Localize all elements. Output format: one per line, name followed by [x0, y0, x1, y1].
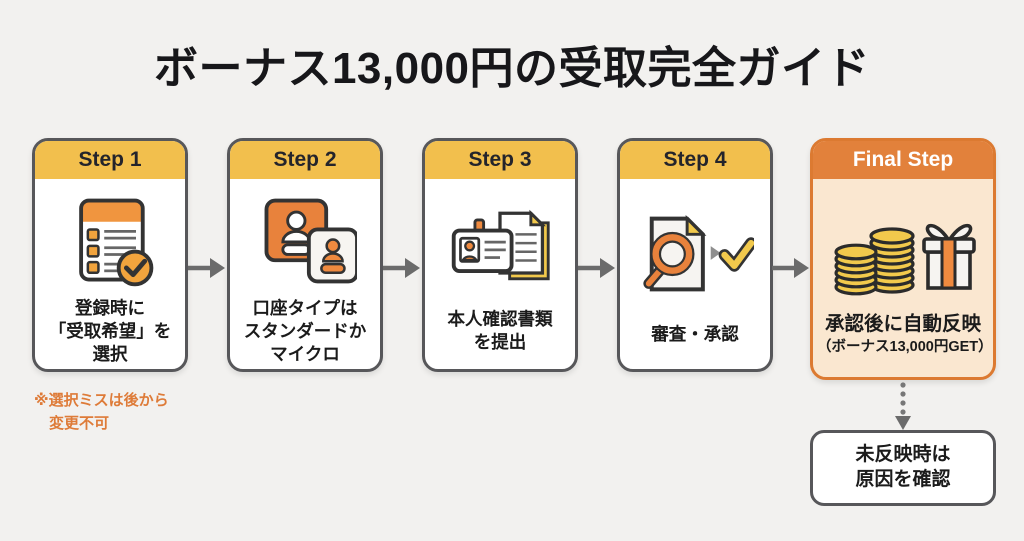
final-step-header: Final Step [813, 141, 993, 179]
arrow-step3-step4-icon [578, 258, 615, 278]
step3-card: Step 3 [422, 138, 578, 372]
step3-header: Step 3 [425, 141, 575, 179]
step3-text: 本人確認書類 を提出 [447, 308, 553, 352]
checklist-check-icon [58, 185, 162, 297]
dotted-arrow-down-icon [895, 382, 911, 430]
fallback-check-box: 未反映時は 原因を確認 [810, 430, 996, 506]
step3-body: 本人確認書類 を提出 [425, 179, 575, 369]
id-documents-icon [446, 190, 554, 302]
step4-body: 審査・承認 [620, 179, 770, 369]
arrow-step4-final-icon [772, 258, 809, 278]
final-step-body: 承認後に自動反映 （ボーナス13,000円GET） [813, 179, 993, 377]
step4-text: 審査・承認 [651, 323, 739, 344]
arrow-step1-step2-icon [188, 258, 225, 278]
step1-header: Step 1 [35, 141, 185, 179]
step2-text: 口座タイプは スタンダードか マイクロ [243, 298, 367, 365]
final-step-card: Final Step [810, 138, 996, 380]
step4-header: Step 4 [620, 141, 770, 179]
step1-card: Step 1 [32, 138, 188, 372]
step1-note: ※選択ミスは後から 変更不可 [34, 392, 169, 432]
step4-card: Step 4 審査・承認 [617, 138, 773, 372]
arrow-step2-step3-icon [383, 258, 420, 278]
review-approval-icon [636, 198, 754, 310]
coins-gift-icon [827, 195, 979, 303]
step2-card: Step 2 口座タイプは スタンダードか マイクロ [227, 138, 383, 372]
account-type-cards-icon [253, 185, 357, 297]
step2-body: 口座タイプは スタンダードか マイクロ [230, 179, 380, 369]
step2-header: Step 2 [230, 141, 380, 179]
page-title: ボーナス13,000円の受取完全ガイド [153, 44, 871, 93]
step1-text: 登録時に 「受取希望」を 選択 [48, 298, 172, 365]
step1-body: 登録時に 「受取希望」を 選択 [35, 179, 185, 369]
final-step-text: 承認後に自動反映 （ボーナス13,000円GET） [817, 312, 993, 356]
